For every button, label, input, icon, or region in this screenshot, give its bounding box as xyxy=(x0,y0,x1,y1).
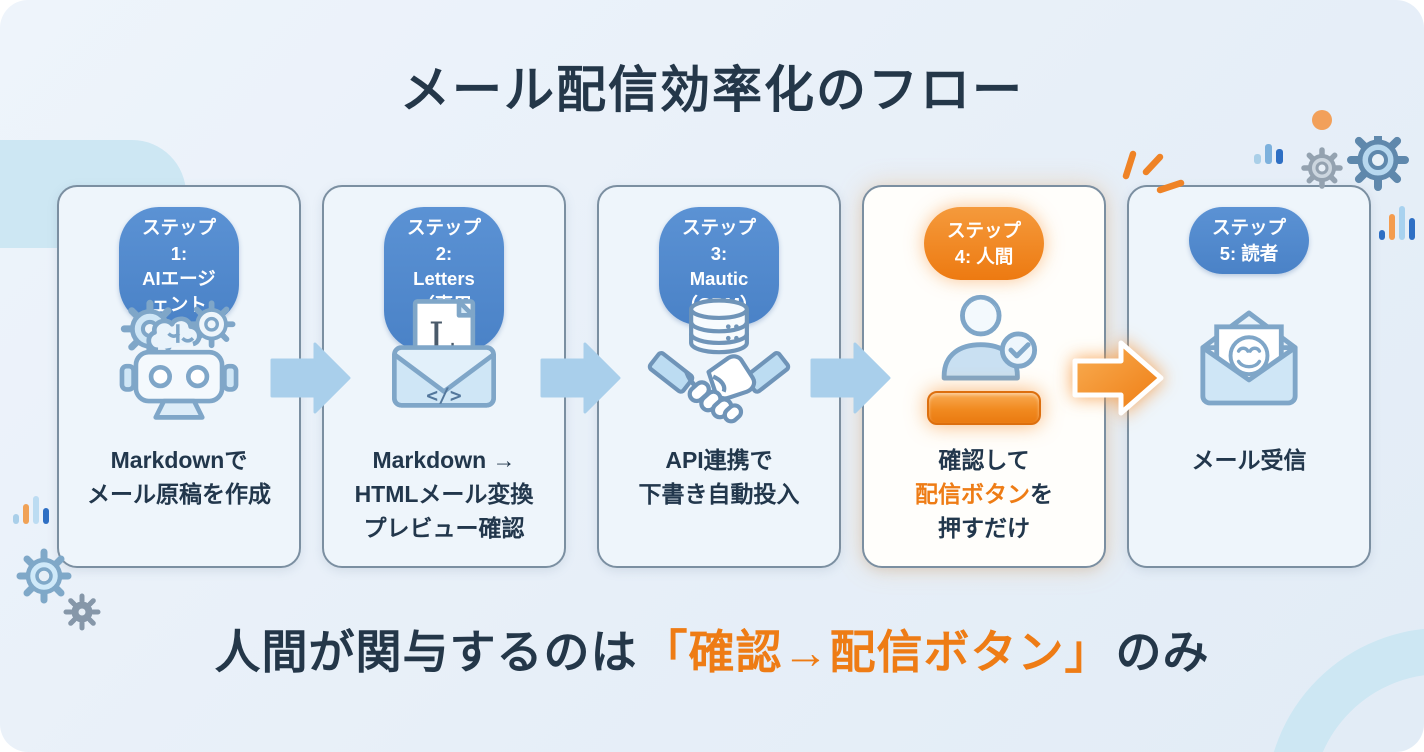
bar-chart-decoration-right-icon xyxy=(1379,206,1415,240)
sparkle-emphasis-icon xyxy=(1122,150,1185,194)
person-check-icon xyxy=(864,279,1104,391)
step-card-3: ステップ3: Mautic（CRM） xyxy=(597,185,841,568)
send-button-graphic xyxy=(927,391,1041,425)
step4-description: 確認して 配信ボタンを 押すだけ xyxy=(915,447,1053,542)
step1-description: Markdownで メール原稿を作成 xyxy=(87,447,271,508)
step3-description: API連携で 下書き自動投入 xyxy=(638,447,800,508)
step-card-1: ステップ1: AIエージェント xyxy=(57,185,301,568)
gears-decoration-bottom-left-icon xyxy=(16,548,101,631)
flow-arrow-3 xyxy=(810,342,891,414)
page-title: メール配信効率化のフロー xyxy=(400,62,1024,118)
envelope-letter-code-icon: L </> xyxy=(324,282,564,434)
gears-decoration-top-right-icon xyxy=(1301,136,1409,191)
step-card-2: ステップ2: Letters（専用CMS） L </> Markdown → H… xyxy=(322,185,566,568)
flow-arrow-highlight xyxy=(1072,340,1164,416)
mini-bar-chart-icon xyxy=(1254,144,1283,164)
footer-headline: 人間が関与するのは「確認→配信ボタン」のみ xyxy=(214,626,1210,678)
step4-badge: ステップ4: 人間 xyxy=(924,207,1044,281)
database-handshake-icon xyxy=(599,282,839,434)
flow-arrow-2 xyxy=(540,342,621,414)
orange-dot-decoration xyxy=(1312,110,1332,130)
bar-chart-decoration-left-icon xyxy=(13,496,49,524)
step1-badge: ステップ1: AIエージェント xyxy=(119,207,239,326)
ai-robot-gears-brain-icon xyxy=(59,282,299,434)
step5-badge: ステップ5: 読者 xyxy=(1189,207,1309,275)
step-card-5: ステップ5: 読者 メール受信 xyxy=(1127,185,1371,568)
svg-text:</>: </> xyxy=(426,384,461,407)
open-envelope-smiley-icon xyxy=(1129,282,1369,434)
step5-description: メール受信 xyxy=(1191,447,1307,473)
flow-arrow-1 xyxy=(270,342,351,414)
step2-description: Markdown → HTMLメール変換 プレビュー確認 xyxy=(354,447,534,542)
step-card-4: ステップ4: 人間 確認して 配信ボタンを 押すだけ xyxy=(862,185,1106,568)
